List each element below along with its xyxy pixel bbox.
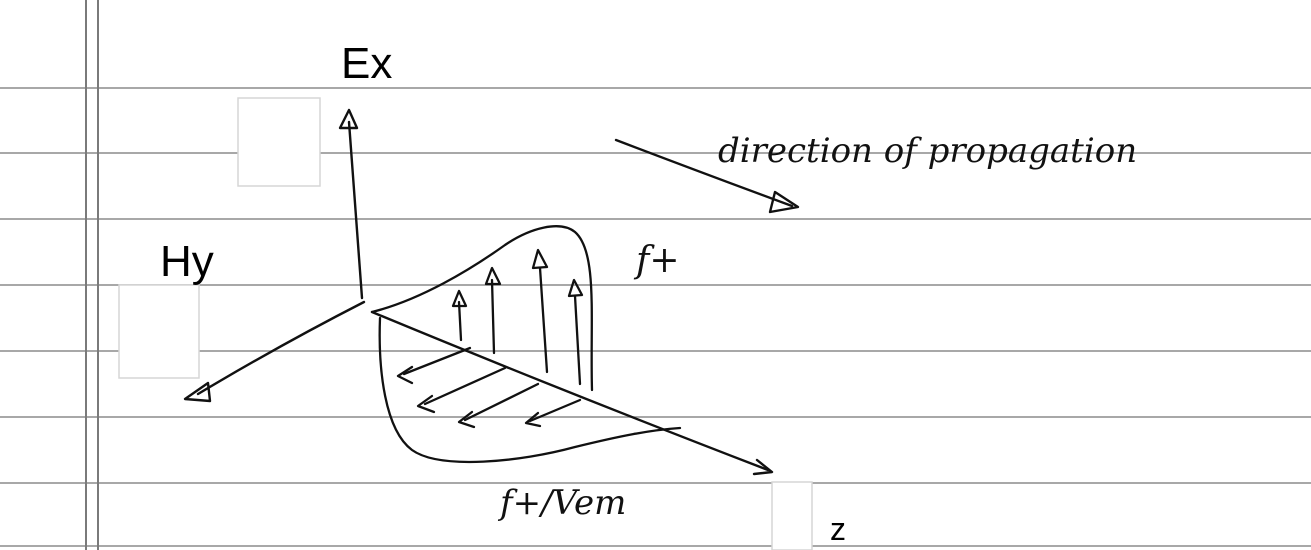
ruled-lines — [0, 87, 1311, 547]
propagation-arrowhead — [768, 190, 800, 214]
magnetic-pulse — [378, 316, 682, 464]
z-arrowhead — [752, 458, 774, 476]
e-vector — [457, 300, 463, 342]
e-vector-head — [451, 289, 468, 308]
e-vector — [490, 278, 496, 355]
hy-axis-line — [196, 300, 366, 396]
placeholder-boxes — [118, 97, 813, 550]
e-vector — [538, 266, 549, 374]
h-vector-head — [396, 365, 414, 385]
ex-placeholder-box — [237, 97, 321, 187]
hy-arrowhead — [183, 381, 212, 403]
e-vector-head — [567, 278, 584, 298]
electric-wave-annotation: f+ — [633, 240, 680, 281]
propagation-arrow-line — [614, 138, 794, 208]
h-vector — [528, 398, 582, 423]
h-vector — [402, 346, 472, 376]
electric-pulse-envelope — [370, 225, 594, 392]
hy-axis — [183, 300, 366, 403]
magnetic-pulse-envelope — [378, 316, 682, 464]
ex-axis — [338, 108, 364, 300]
margin-lines — [85, 0, 99, 550]
e-vector — [573, 294, 582, 386]
e-vector-head — [484, 266, 502, 286]
z-axis-line — [370, 310, 770, 472]
propagation-arrow — [614, 138, 800, 214]
electric-pulse — [370, 225, 594, 392]
h-vector — [423, 366, 507, 406]
hy-placeholder-box — [118, 284, 200, 379]
hy-label: Hy — [160, 237, 214, 286]
direction-annotation: direction of propagation — [718, 131, 1137, 171]
ex-axis-line — [347, 120, 364, 300]
ex-label: Ex — [341, 39, 392, 88]
z-label: z — [830, 511, 846, 547]
h-vector-head — [416, 394, 436, 414]
e-vector-head — [531, 248, 549, 270]
z-axis — [370, 310, 774, 476]
h-vector-head — [524, 411, 542, 428]
ex-arrowhead — [338, 108, 359, 130]
magnetic-wave-annotation: f+/Vem — [497, 483, 626, 523]
h-vector — [463, 382, 540, 422]
h-vector-head — [457, 410, 476, 429]
z-placeholder-box — [771, 481, 813, 550]
